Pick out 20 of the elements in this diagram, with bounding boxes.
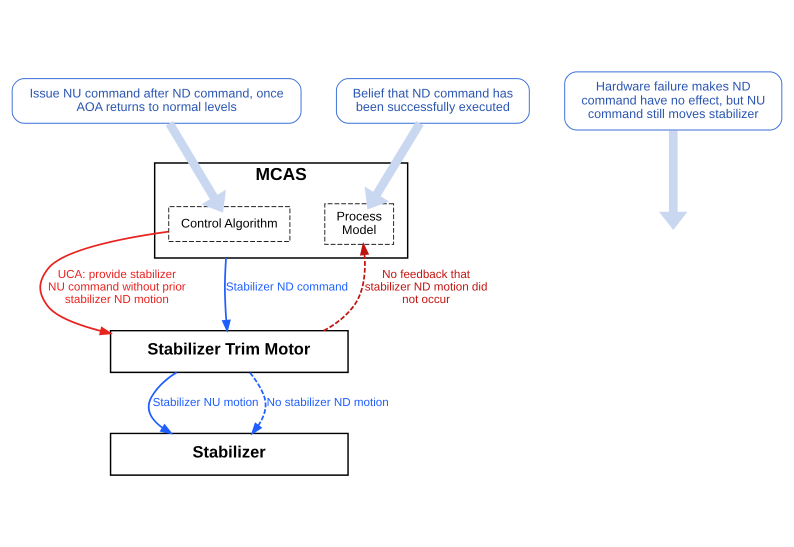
- arrow: [39, 230, 169, 336]
- node-box: Process Model: [324, 203, 394, 245]
- arrow: [148, 372, 178, 435]
- arrow: [658, 130, 688, 230]
- arrow: [323, 242, 370, 332]
- edge-label: No stabilizer ND motion: [266, 396, 389, 409]
- node-box: Control Algorithm: [168, 206, 290, 242]
- arrow: [222, 258, 231, 334]
- node-box: Belief that ND command has been successfully executed: [336, 78, 530, 124]
- edge-label: No feedback that stabilizer ND motion did not occur: [364, 268, 488, 306]
- arrow: [166, 121, 226, 213]
- arrow: [364, 121, 424, 210]
- arrow: [249, 372, 266, 436]
- edge-label: Stabilizer NU motion: [152, 396, 259, 409]
- edge-label: UCA: provide stabilizer NU command without prior stabilizer ND motion: [48, 268, 186, 306]
- node-box: Hardware failure makes ND command have no effect, but NU command still moves stabilizer: [564, 71, 782, 131]
- node-box: Issue NU command after ND command, once AOA returns to normal levels: [12, 78, 302, 124]
- edge-label: Stabilizer ND command: [226, 280, 348, 294]
- node-box: Stabilizer Trim Motor: [110, 330, 349, 374]
- node-box: Stabilizer: [110, 432, 349, 476]
